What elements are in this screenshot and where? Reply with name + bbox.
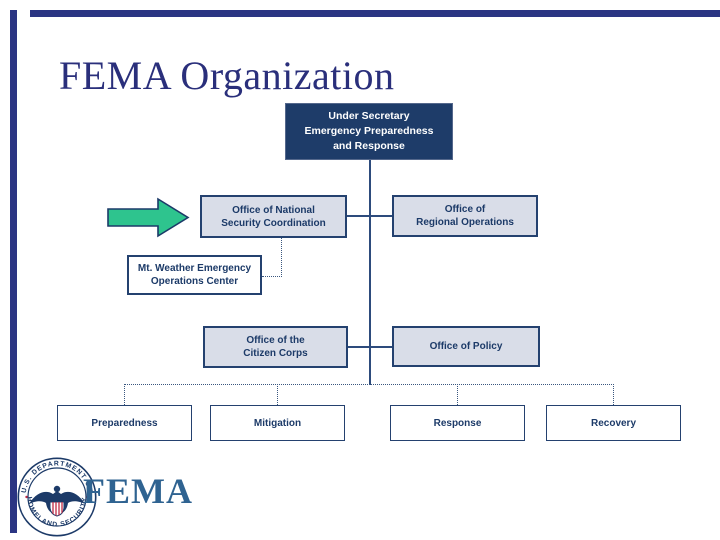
connector-level3-horizontal [348, 346, 392, 348]
dotted-connector-directorates-horizontal [124, 384, 614, 385]
page-title: FEMA Organization [59, 53, 395, 98]
org-box-mitigation: Mitigation [210, 405, 345, 441]
dotted-drop-mitigation [277, 384, 278, 405]
dotted-drop-recovery [613, 384, 614, 405]
seal-eagle [29, 485, 85, 517]
green-arrow-icon [107, 197, 190, 238]
dhs-seal: U.S. DEPARTMENT OF HOMELAND SECURITY [17, 457, 97, 537]
dotted-drop-response [457, 384, 458, 405]
connector-level2-horizontal [347, 215, 392, 217]
org-box-regional-operations: Office of Regional Operations [392, 195, 538, 237]
org-box-under-secretary: Under Secretary Emergency Preparedness a… [285, 103, 453, 160]
org-box-mt-weather: Mt. Weather Emergency Operations Center [127, 255, 262, 295]
org-box-policy: Office of Policy [392, 326, 540, 367]
dotted-connector-mtweather-horizontal [262, 276, 282, 277]
dotted-connector-onsc-vertical [281, 238, 282, 277]
dotted-drop-preparedness [124, 384, 125, 405]
org-box-recovery: Recovery [546, 405, 681, 441]
org-box-response: Response [390, 405, 525, 441]
fema-wordmark: FEMA [83, 471, 193, 511]
frame-top-bar [30, 10, 720, 17]
connector-root-vertical [369, 160, 371, 385]
org-box-preparedness: Preparedness [57, 405, 192, 441]
org-box-national-security-coordination: Office of National Security Coordination [200, 195, 347, 238]
org-box-citizen-corps: Office of the Citizen Corps [203, 326, 348, 368]
frame-left-bar [10, 10, 17, 533]
